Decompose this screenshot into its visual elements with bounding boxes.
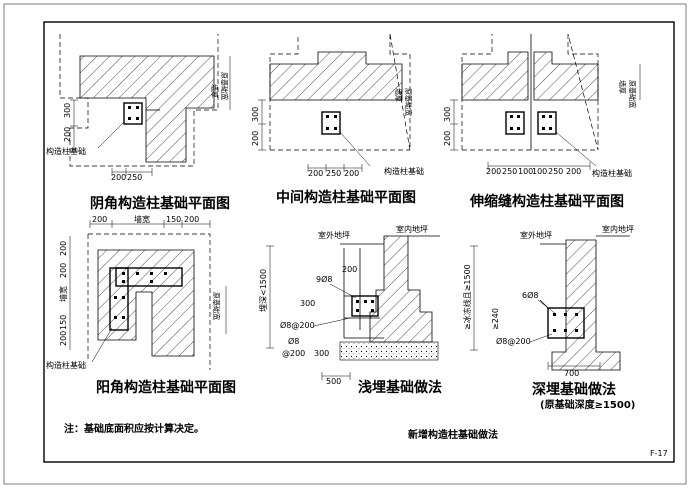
beam-left <box>109 267 129 331</box>
dim-h-200a: 200 <box>486 167 501 176</box>
label-original-base: 原基础宽 <box>220 72 229 100</box>
diagram-outer-corner: 200 墙宽 150 200 200 200 墙宽 150 200 构造柱基础 … <box>46 214 236 396</box>
ground-dots <box>339 341 439 361</box>
dim-h-150: 150 <box>166 215 181 224</box>
tie-beam <box>351 295 379 317</box>
wall-hatch-right <box>533 51 599 101</box>
dim-h-200a: 200 <box>308 169 323 178</box>
label-column-foundation: 构造柱基础 <box>46 146 86 156</box>
wall-hatch <box>79 55 215 163</box>
beam-top <box>115 267 183 287</box>
rebar-at-200: @200 <box>282 349 305 358</box>
foundation-outline <box>59 34 219 167</box>
dim-v-200: 200 <box>251 131 260 146</box>
label-outdoor-grade: 室外地坪 <box>520 230 552 240</box>
foundation-outline <box>269 33 411 151</box>
dim-h-200: 200 <box>111 173 126 182</box>
existing-foundation <box>369 235 433 343</box>
outer-frame <box>3 3 687 485</box>
dim-500: 500 <box>326 377 341 386</box>
label-column-foundation: 构造柱基础 <box>46 360 86 370</box>
column-box <box>123 102 143 125</box>
diagram-inner-corner: 300 200 200 250 构造柱基础 墙厚 原基础宽 阴角构造柱基础平面图 <box>46 34 231 212</box>
dim-v-200a: 200 <box>59 241 68 256</box>
dim-v-300: 300 <box>63 103 72 118</box>
dim-h-200a: 200 <box>92 215 107 224</box>
label-wall-thickness: 墙厚 <box>394 88 403 102</box>
title-expansion-joint: 伸缩缝构造柱基础平面图 <box>469 193 624 210</box>
label-wall-thickness: 墙厚 <box>210 84 219 98</box>
diagram-deep-foundation: 室外地坪 室内地坪 ≥冰冻线且≥1500 6Ø8 ≥240 Ø8@200 700… <box>462 224 635 411</box>
inner-frame <box>43 21 675 463</box>
dim-v-200: 200 <box>443 131 452 146</box>
dim-h-250b: 250 <box>548 167 563 176</box>
label-indoor-grade: 室内地坪 <box>396 224 428 234</box>
label-outdoor-grade: 室外地坪 <box>318 230 350 240</box>
diagram-expansion-joint: 300 200 200 250 100 100 250 200 构造柱基础 墙厚… <box>443 33 641 210</box>
dim-h-250a: 250 <box>502 167 517 176</box>
footnote: 注：基础底面积应按计算决定。 <box>64 422 204 435</box>
label-wall-side: 墙宽 <box>58 286 68 302</box>
diagram-shallow-foundation: 室外地坪 室内地坪 埋深<1500 200 9Ø8 300 Ø8@200 Ø8 … <box>258 224 442 396</box>
rebar-d8-200: Ø8@200 <box>280 320 315 330</box>
dim-v-300: 300 <box>443 107 452 122</box>
dim-h-100a: 100 <box>518 167 533 176</box>
dim-v-300: 300 <box>251 107 260 122</box>
wall-hatch <box>269 51 403 101</box>
label-original-base: 原基础宽 <box>404 88 413 116</box>
subtitle-deep-foundation: (原基础深度≥1500) <box>540 398 635 411</box>
column-box-right <box>537 111 557 135</box>
label-column-foundation: 构造柱基础 <box>592 168 632 178</box>
dim-h-200b: 200 <box>184 215 199 224</box>
title-middle-column: 中间构造柱基础平面图 <box>276 189 416 206</box>
wall-hatch <box>97 249 195 357</box>
label-wall-top: 墙宽 <box>134 214 150 224</box>
dim-v-200: 200 <box>63 127 72 142</box>
dim-h-250: 250 <box>326 169 341 178</box>
dim-v-200c: 200 <box>59 331 68 346</box>
title-deep-foundation: 深埋基础做法 <box>532 381 616 398</box>
label-indoor-grade: 室内地坪 <box>602 224 634 234</box>
foundation-outline <box>461 33 599 151</box>
dim-h-100b: 100 <box>532 167 547 176</box>
dim-300b: 300 <box>314 349 329 358</box>
label-original-base: 原基础宽 <box>212 292 221 320</box>
dim-h-200b: 200 <box>566 167 581 176</box>
sheet-number: F-17 <box>650 449 668 458</box>
dim-v-150: 150 <box>59 315 68 330</box>
sheet-caption: 新增构造柱基础做法 <box>408 428 498 441</box>
rebar-d8-200: Ø8@200 <box>496 336 531 346</box>
dim-700: 700 <box>564 369 579 378</box>
diagram-middle-column: 300 200 200 250 200 构造柱基础 墙厚 原基础宽 中间构造柱基… <box>251 33 424 206</box>
label-column-foundation: 构造柱基础 <box>384 166 424 176</box>
dim-frost-depth: ≥冰冻线且≥1500 <box>462 264 472 330</box>
foundation-outline <box>87 233 211 370</box>
column-box <box>321 111 341 135</box>
title-shallow-foundation: 浅埋基础做法 <box>358 379 442 396</box>
dim-240: ≥240 <box>491 308 500 330</box>
dim-depth: 埋深<1500 <box>258 269 268 312</box>
rebar-6d8: 6Ø8 <box>522 290 538 300</box>
label-wall-thickness: 墙厚 <box>618 80 627 94</box>
title-outer-corner: 阳角构造柱基础平面图 <box>96 379 236 396</box>
existing-foundation <box>551 239 621 371</box>
title-inner-corner: 阴角构造柱基础平面图 <box>90 195 230 212</box>
dim-200: 200 <box>342 265 357 274</box>
dim-300a: 300 <box>300 299 315 308</box>
dim-h-250: 250 <box>127 173 142 182</box>
tie-beam <box>547 307 585 339</box>
wall-hatch-left <box>461 51 529 101</box>
dim-v-200b: 200 <box>59 263 68 278</box>
rebar-9d8: 9Ø8 <box>316 274 332 284</box>
rebar-d8: Ø8 <box>288 336 299 346</box>
label-original-base: 原基础宽 <box>628 80 637 108</box>
dim-h-200b: 200 <box>344 169 359 178</box>
column-box-left <box>505 111 525 135</box>
